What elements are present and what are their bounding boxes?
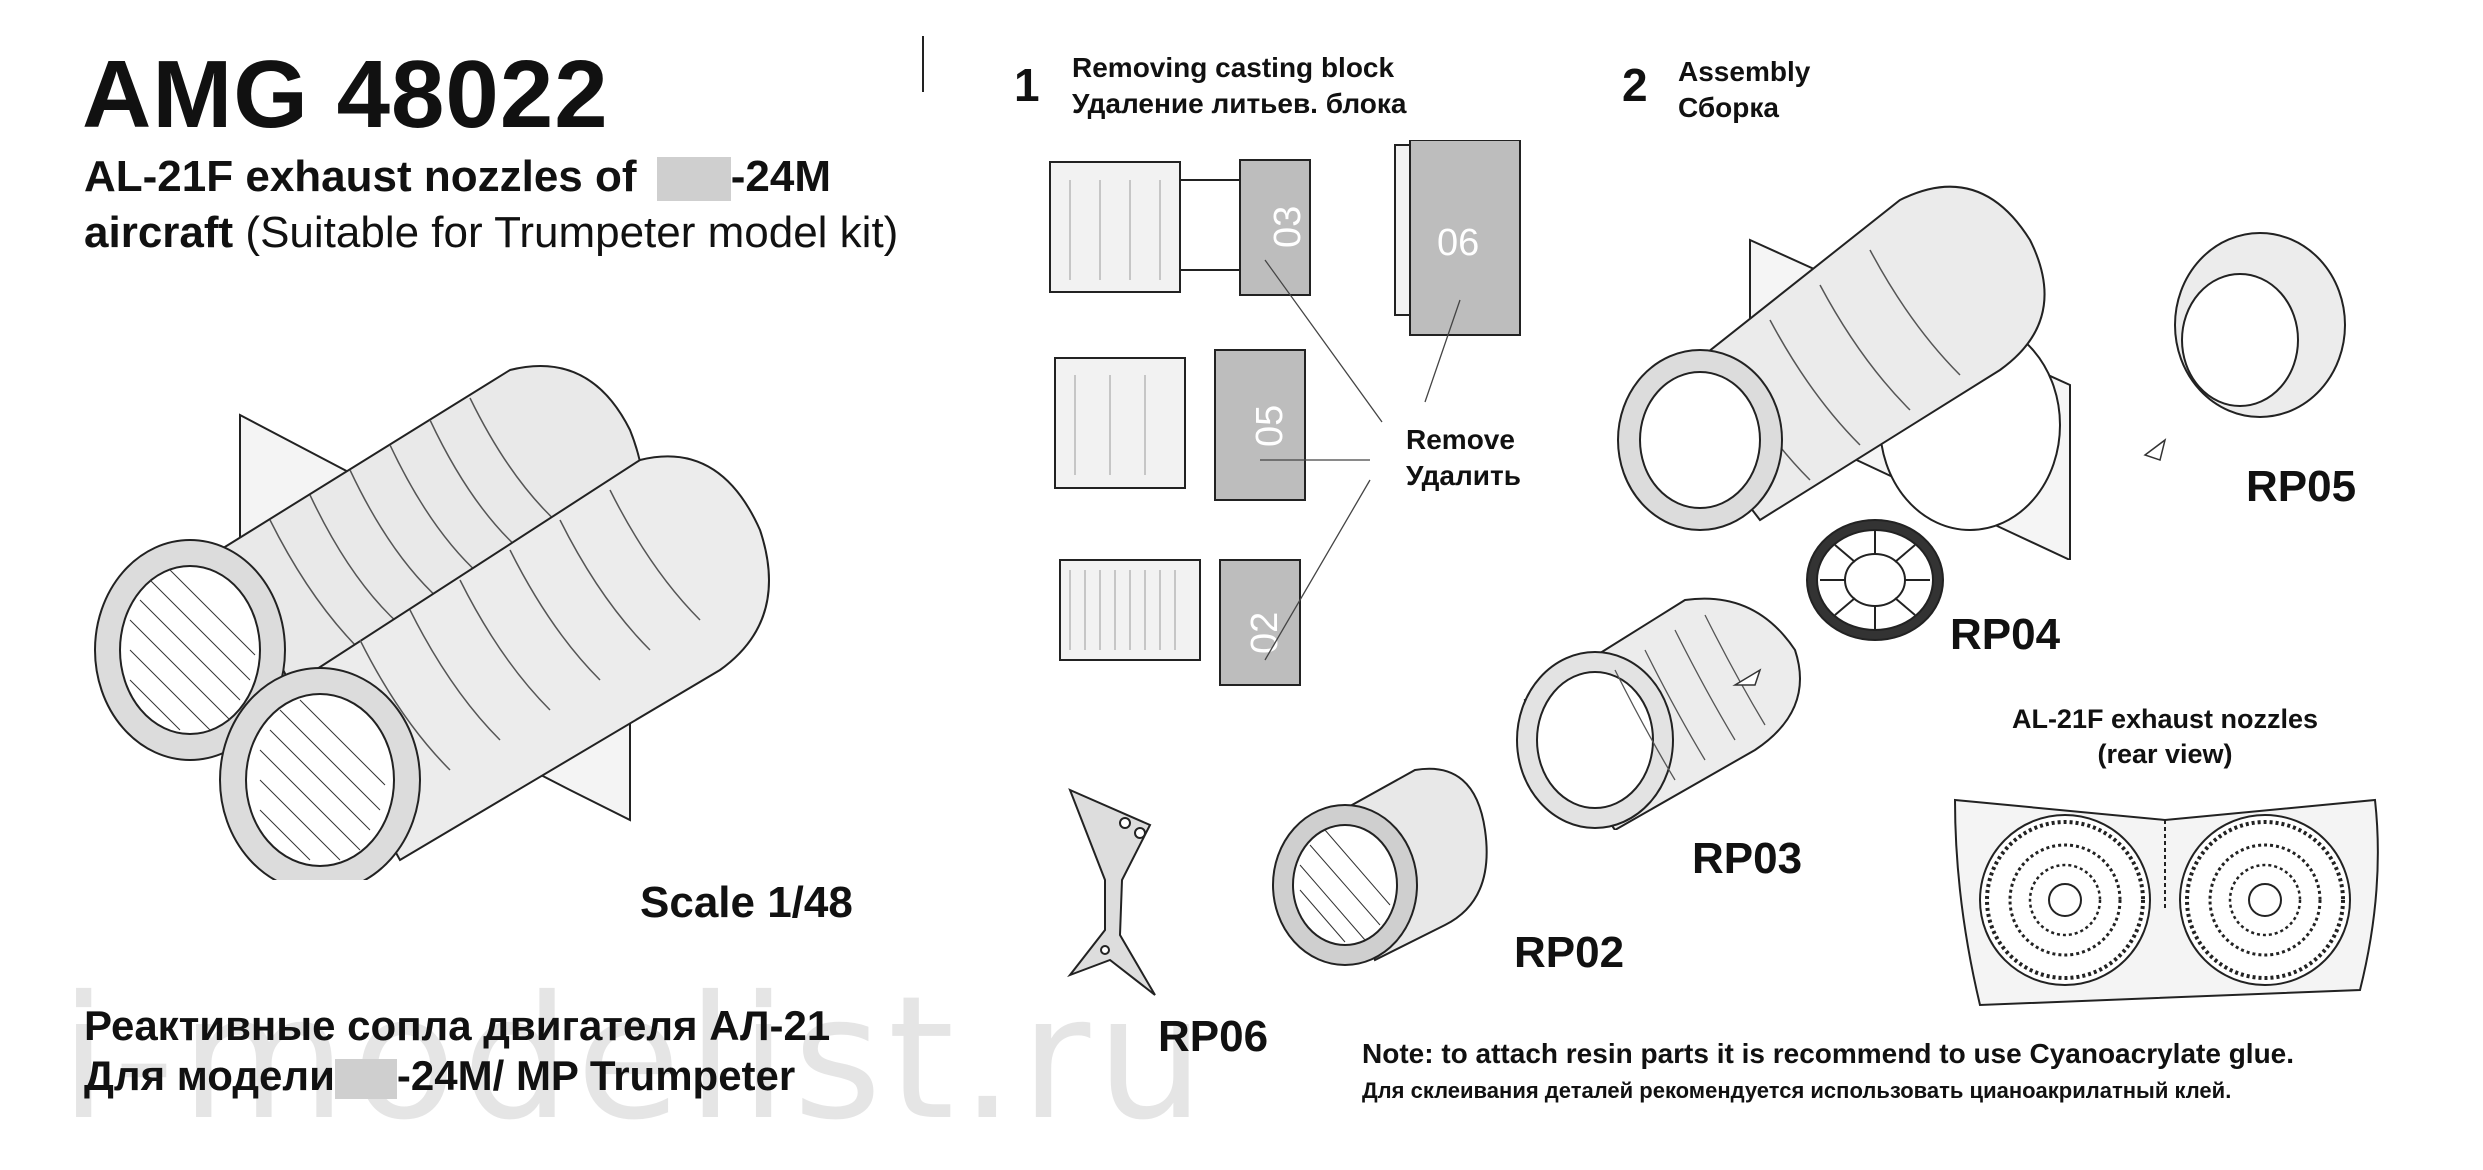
step-1-title-en: Removing casting block [1072, 52, 1395, 83]
redaction-box [656, 157, 731, 202]
rear-view-title-line2: (rear view) [2097, 739, 2233, 769]
russian-title-line2: Для модели -24M/ MP Trumpeter [84, 1052, 795, 1100]
assembly-illustration [1617, 185, 2346, 560]
part-rp02-illustration [1272, 767, 1488, 966]
russian-line2-part-a: Для модели [84, 1052, 335, 1099]
casting-blocks-illustration: 03 06 05 02 [1049, 140, 1521, 686]
subtitle-suitable: (Suitable for Trumpeter model kit) [233, 208, 899, 257]
scale-label: Scale 1/48 [640, 878, 853, 927]
note-english: Note: to attach resin parts it is recomm… [1362, 1038, 2295, 1069]
watermark: i-modelist.ru [60, 960, 1211, 1158]
step-2-number: 2 [1622, 59, 1648, 111]
step-2-title-en: Assembly [1678, 56, 1811, 87]
nozzles-main-illustration [94, 365, 770, 880]
step-1-number: 1 [1014, 59, 1040, 111]
rear-view-illustration [1953, 798, 2379, 1007]
rear-view-title-line1: AL-21F exhaust nozzles [2011, 704, 2319, 734]
part-label-rp03: RP03 [1692, 834, 1803, 883]
part-label-rp04: RP04 [1950, 610, 2061, 659]
casting-block-label-05: 05 [1249, 405, 1291, 447]
step-2-title-ru: Сборка [1678, 92, 1779, 123]
casting-block-label-03: 03 [1267, 206, 1309, 248]
header-divider [922, 36, 924, 92]
step-1-title-ru: Удаление литьев. блока [1072, 88, 1407, 119]
subtitle-part-b: -24M [730, 152, 832, 201]
remove-label: Remove Удалить [1406, 422, 1521, 494]
product-subtitle-line2: aircraft (Suitable for Trumpeter model k… [84, 208, 898, 258]
redaction-box-ru [334, 1058, 397, 1099]
step-1-title: Removing casting block Удаление литьев. … [1072, 50, 1406, 122]
part-rp06-illustration [1067, 788, 1156, 996]
step-2-title: Assembly Сборка [1678, 54, 1810, 126]
subtitle-aircraft: aircraft [84, 208, 234, 257]
russian-line2-part-b: -24M/ MP Trumpeter [396, 1052, 796, 1099]
subtitle-part-a: AL-21F exhaust nozzles of [84, 152, 637, 201]
casting-block-label-02: 02 [1244, 612, 1286, 654]
remove-label-en: Remove [1406, 424, 1515, 455]
remove-label-ru: Удалить [1406, 460, 1521, 491]
casting-block-label-06: 06 [1437, 222, 1479, 264]
part-rp03-illustration [1516, 597, 1801, 830]
part-label-rp06: RP06 [1158, 1012, 1269, 1061]
note-russian: Для склеивания деталей рекомендуется исп… [1362, 1078, 2232, 1103]
rear-view-title: AL-21F exhaust nozzles (rear view) [1990, 702, 2340, 772]
part-label-rp02: RP02 [1514, 928, 1625, 977]
russian-title-line1: Реактивные сопла двигателя АЛ-21 [84, 1002, 831, 1049]
product-subtitle-line1: AL-21F exhaust nozzles of -24M [84, 152, 831, 202]
product-code: AMG 48022 [82, 41, 609, 148]
part-rp04-illustration [1806, 519, 1944, 641]
part-label-rp05: RP05 [2246, 462, 2357, 511]
